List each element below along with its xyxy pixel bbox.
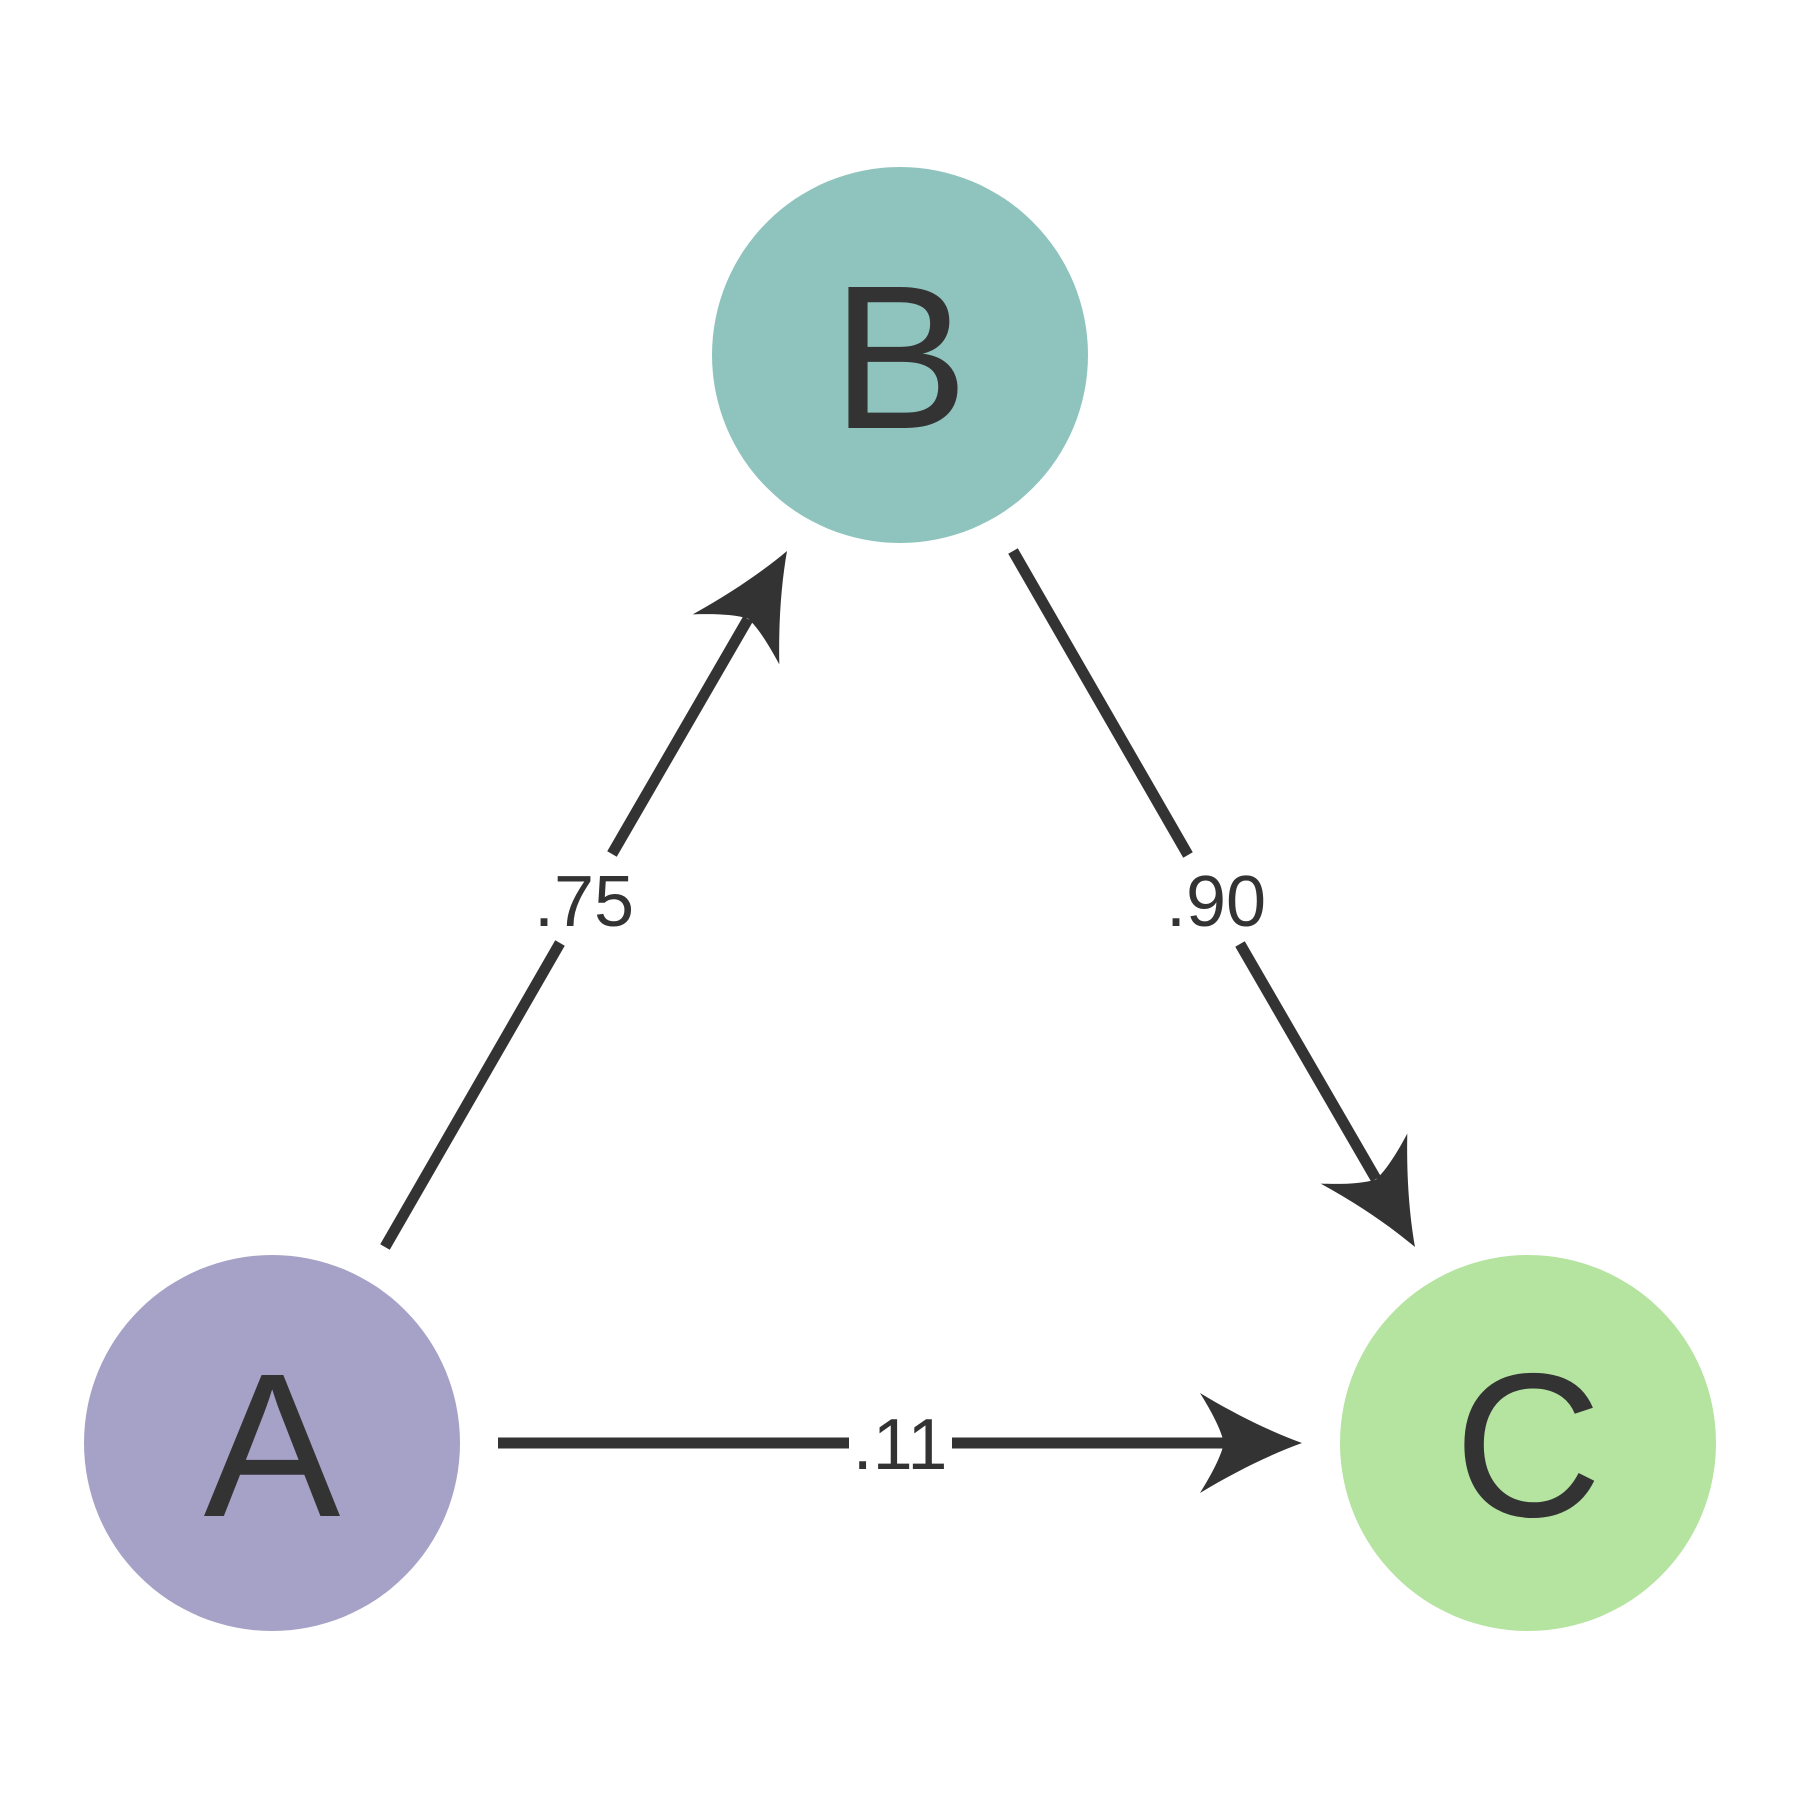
node-b-label: B [832,243,969,472]
edge-a-c-weight-label: .11 [853,1405,948,1485]
node-c: C [1340,1255,1716,1631]
edge-a-c-arrowhead-icon [1200,1393,1302,1493]
node-c-label: C [1454,1331,1602,1560]
node-a: A [84,1255,460,1631]
edge-a-b: .75 [380,551,787,1250]
node-c-circle [1340,1255,1716,1631]
edge-a-b-line-segment [380,940,565,1250]
node-b: B [712,167,1088,543]
edge-a-b-line-segment [607,616,753,857]
node-a-label: A [204,1331,341,1560]
edge-b-c-line-segment [1008,548,1193,858]
edge-a-b-weight-label: .75 [534,862,634,942]
edge-b-c: .90 [1008,548,1415,1247]
edge-a-b-arrowhead-icon [692,551,787,665]
node-a-circle [84,1255,460,1631]
edge-b-c-arrowhead-icon [1320,1133,1415,1247]
edge-b-c-line-segment [1235,941,1381,1182]
edge-b-c-weight-label: .90 [1166,862,1266,942]
edge-a-c: .11 [498,1393,1302,1493]
node-b-circle [712,167,1088,543]
